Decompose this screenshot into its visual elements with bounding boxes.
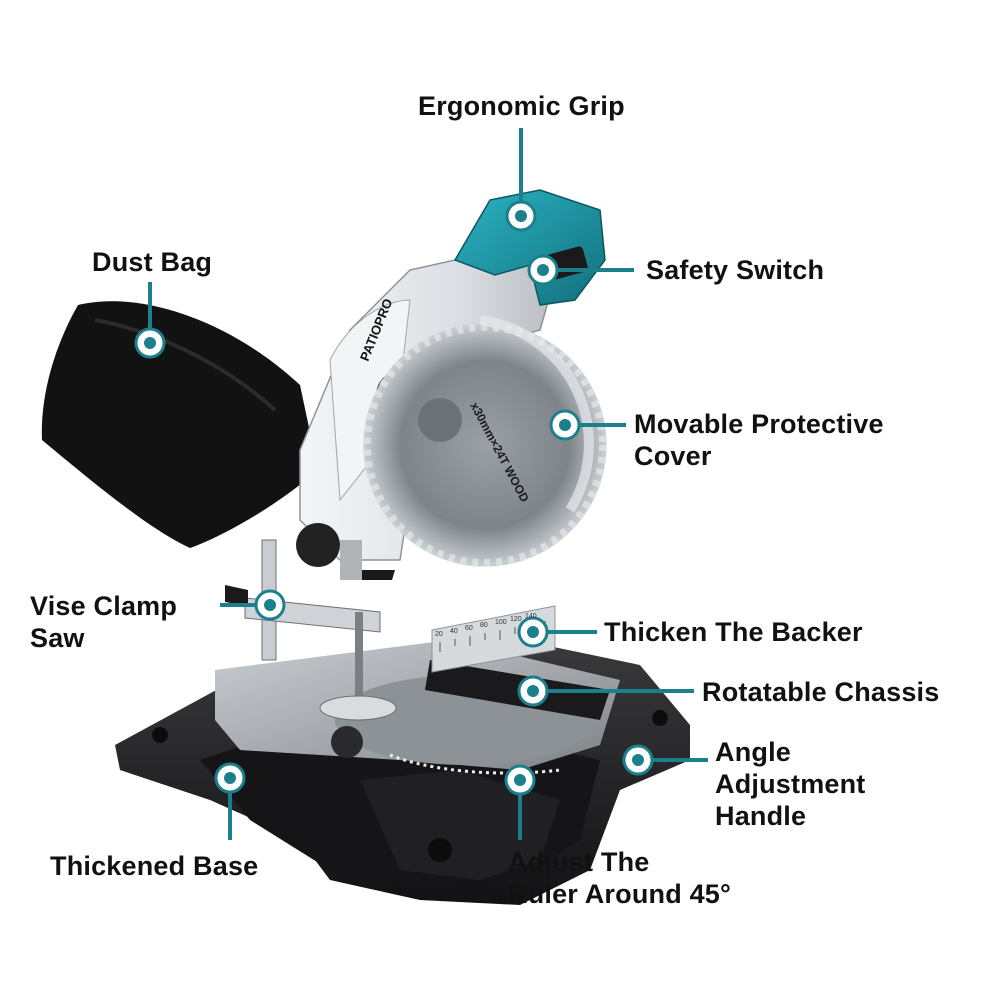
label-text: Ruler Around 45° [508, 879, 732, 909]
label-text: Cover [634, 441, 712, 471]
dust-bag [41, 301, 318, 548]
fence-scale-tick-label: 40 [450, 628, 458, 635]
label-text: Angle [715, 737, 792, 767]
label-text: Rotatable Chassis [702, 677, 940, 707]
label-text: Ergonomic Grip [418, 91, 625, 121]
label-thicken-backer: Thicken The Backer [604, 616, 863, 648]
fence-scale-tick-label: 140 [525, 613, 537, 620]
label-text: Handle [715, 801, 807, 831]
label-dust-bag: Dust Bag [92, 246, 212, 278]
label-text: Thicken The Backer [604, 617, 863, 647]
marker-grip [505, 200, 537, 232]
fence-scale-tick-label: 60 [465, 625, 473, 632]
label-text: Vise Clamp [30, 591, 178, 621]
marker-base [214, 762, 246, 794]
label-text: Adjust The [508, 847, 650, 877]
label-text: Saw [30, 623, 85, 653]
marker-dust-bag [134, 327, 166, 359]
marker-angle-handle [622, 744, 654, 776]
label-text: Movable Protective [634, 409, 884, 439]
label-text: Adjustment [715, 769, 866, 799]
marker-safety-switch [527, 254, 559, 286]
callout-markers [134, 200, 654, 796]
label-adjust-ruler: Adjust The Ruler Around 45° [508, 846, 731, 910]
rotatable-chassis [215, 640, 620, 775]
label-rotatable-chassis: Rotatable Chassis [702, 676, 939, 708]
label-vise-clamp-saw: Vise Clamp Saw [30, 590, 177, 654]
protective-cover [479, 315, 594, 513]
label-text: Dust Bag [92, 247, 213, 277]
label-ergonomic-grip: Ergonomic Grip [418, 90, 625, 122]
marker-chassis [517, 675, 549, 707]
marker-backer [517, 616, 549, 648]
saw-blade: x30mm×24T WOOD [363, 315, 607, 567]
fence-scale-tick-label: 80 [480, 622, 488, 629]
label-safety-switch: Safety Switch [646, 254, 824, 286]
marker-vise-clamp [254, 589, 286, 621]
fence-scale-tick-label: 20 [435, 631, 443, 638]
marker-ruler [504, 764, 536, 796]
fence-scale-tick-label: 100 [495, 619, 507, 626]
label-angle-adjustment-handle: Angle Adjustment Handle [715, 736, 866, 832]
fence-scale-tick-label: 120 [510, 616, 522, 623]
label-movable-protective-cover: Movable Protective Cover [634, 408, 884, 472]
label-text: Safety Switch [646, 255, 825, 285]
label-text: Thickened Base [50, 851, 259, 881]
marker-protective-cover [549, 409, 581, 441]
label-thickened-base: Thickened Base [50, 850, 258, 882]
